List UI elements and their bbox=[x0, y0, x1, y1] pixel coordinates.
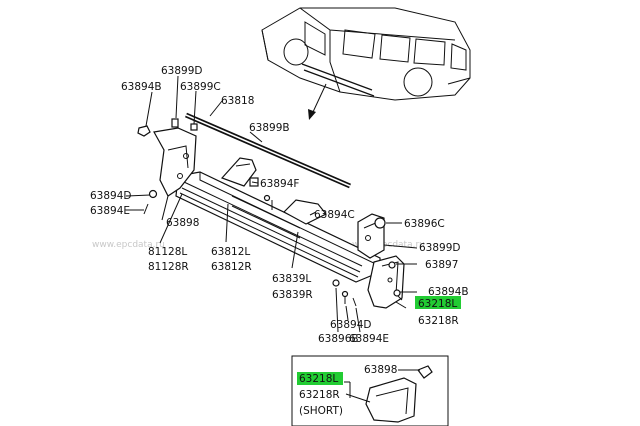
label-63898-left: 63898 bbox=[166, 217, 199, 229]
front-bracket bbox=[153, 127, 197, 197]
label-63218L-inset: 63218L bbox=[299, 373, 338, 385]
part-labels: 63899D 63894B 63899C 63818 63899B 63894D… bbox=[90, 65, 469, 345]
label-63894E-left: 63894E bbox=[90, 205, 130, 217]
label-63218R-inset: 63218R bbox=[299, 389, 340, 401]
label-63899D-top: 63899D bbox=[161, 65, 203, 77]
label-63894E-bottom: 63894E bbox=[349, 333, 389, 345]
inset-short-variant: 63218L 63898 63218R (SHORT) bbox=[291, 355, 449, 426]
label-63894D-bottom: 63894D bbox=[330, 319, 372, 331]
label-63898-inset: 63898 bbox=[364, 364, 397, 376]
label-63839R: 63839R bbox=[272, 289, 313, 301]
inset-screw bbox=[417, 365, 433, 379]
label-63818: 63818 bbox=[221, 95, 254, 107]
leader-lines bbox=[125, 75, 418, 333]
callout-arrow bbox=[308, 83, 327, 120]
label-63218L-main: 63218L bbox=[418, 298, 457, 310]
label-63899C-top: 63899C bbox=[180, 81, 221, 93]
vehicle-illustration bbox=[261, 7, 471, 101]
label-63896C: 63896C bbox=[404, 218, 445, 230]
label-63894B-top: 63894B bbox=[121, 81, 162, 93]
label-63896B: 63896B bbox=[318, 333, 359, 345]
label-63894B-right: 63894B bbox=[428, 286, 469, 298]
label-63218R-main: 63218R bbox=[418, 315, 459, 327]
trim-strip-63818 bbox=[185, 112, 351, 189]
highlight-63218L-inset bbox=[297, 372, 343, 385]
label-81128R: 81128R bbox=[148, 261, 189, 273]
label-63839L: 63839L bbox=[272, 273, 311, 285]
highlight-63218L-main bbox=[415, 296, 461, 309]
short-note: (SHORT) bbox=[299, 405, 343, 417]
label-63812L: 63812L bbox=[211, 246, 250, 258]
label-63894F: 63894F bbox=[260, 178, 299, 190]
label-63899B: 63899B bbox=[249, 122, 290, 134]
label-81128L: 81128L bbox=[148, 246, 187, 258]
label-63894D-left: 63894D bbox=[90, 190, 132, 202]
label-63812R: 63812R bbox=[211, 261, 252, 273]
watermark-left: www.epcdata.ru bbox=[92, 240, 165, 250]
short-mud-guard bbox=[365, 377, 417, 423]
label-63894C: 63894C bbox=[314, 209, 355, 221]
mid-bracket bbox=[220, 157, 327, 225]
label-63899D-right: 63899D bbox=[419, 242, 461, 254]
label-63897: 63897 bbox=[425, 259, 458, 271]
